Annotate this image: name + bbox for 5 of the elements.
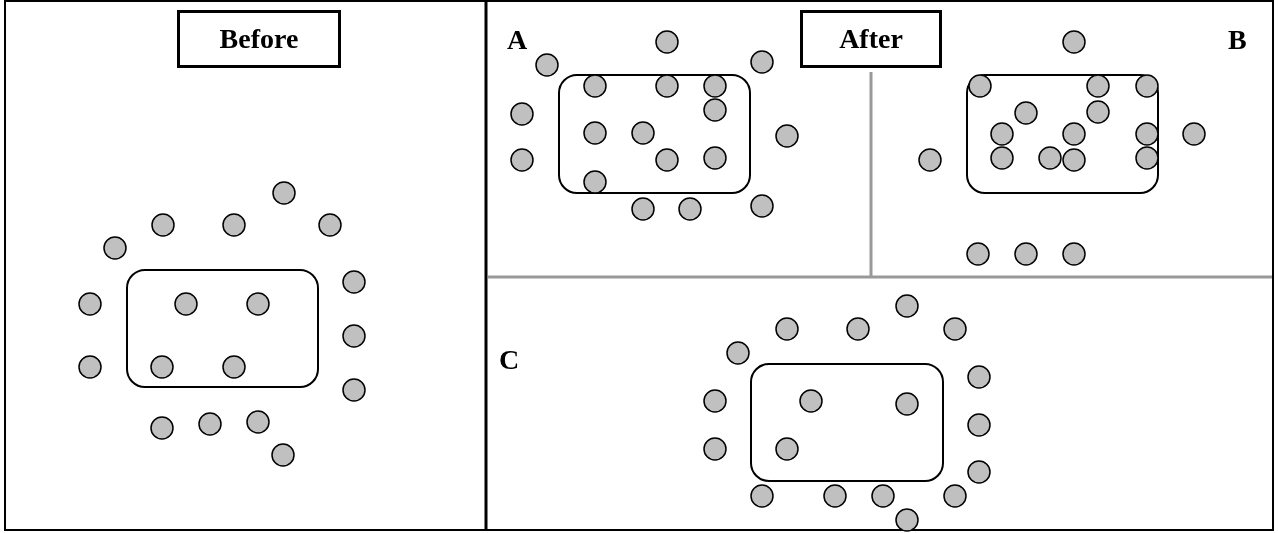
panel-letter: A (507, 26, 528, 54)
panel-letter: B (1228, 26, 1247, 54)
panel-letter: C (499, 346, 520, 374)
heading-box: After (800, 10, 942, 68)
heading-box: Before (177, 10, 341, 68)
